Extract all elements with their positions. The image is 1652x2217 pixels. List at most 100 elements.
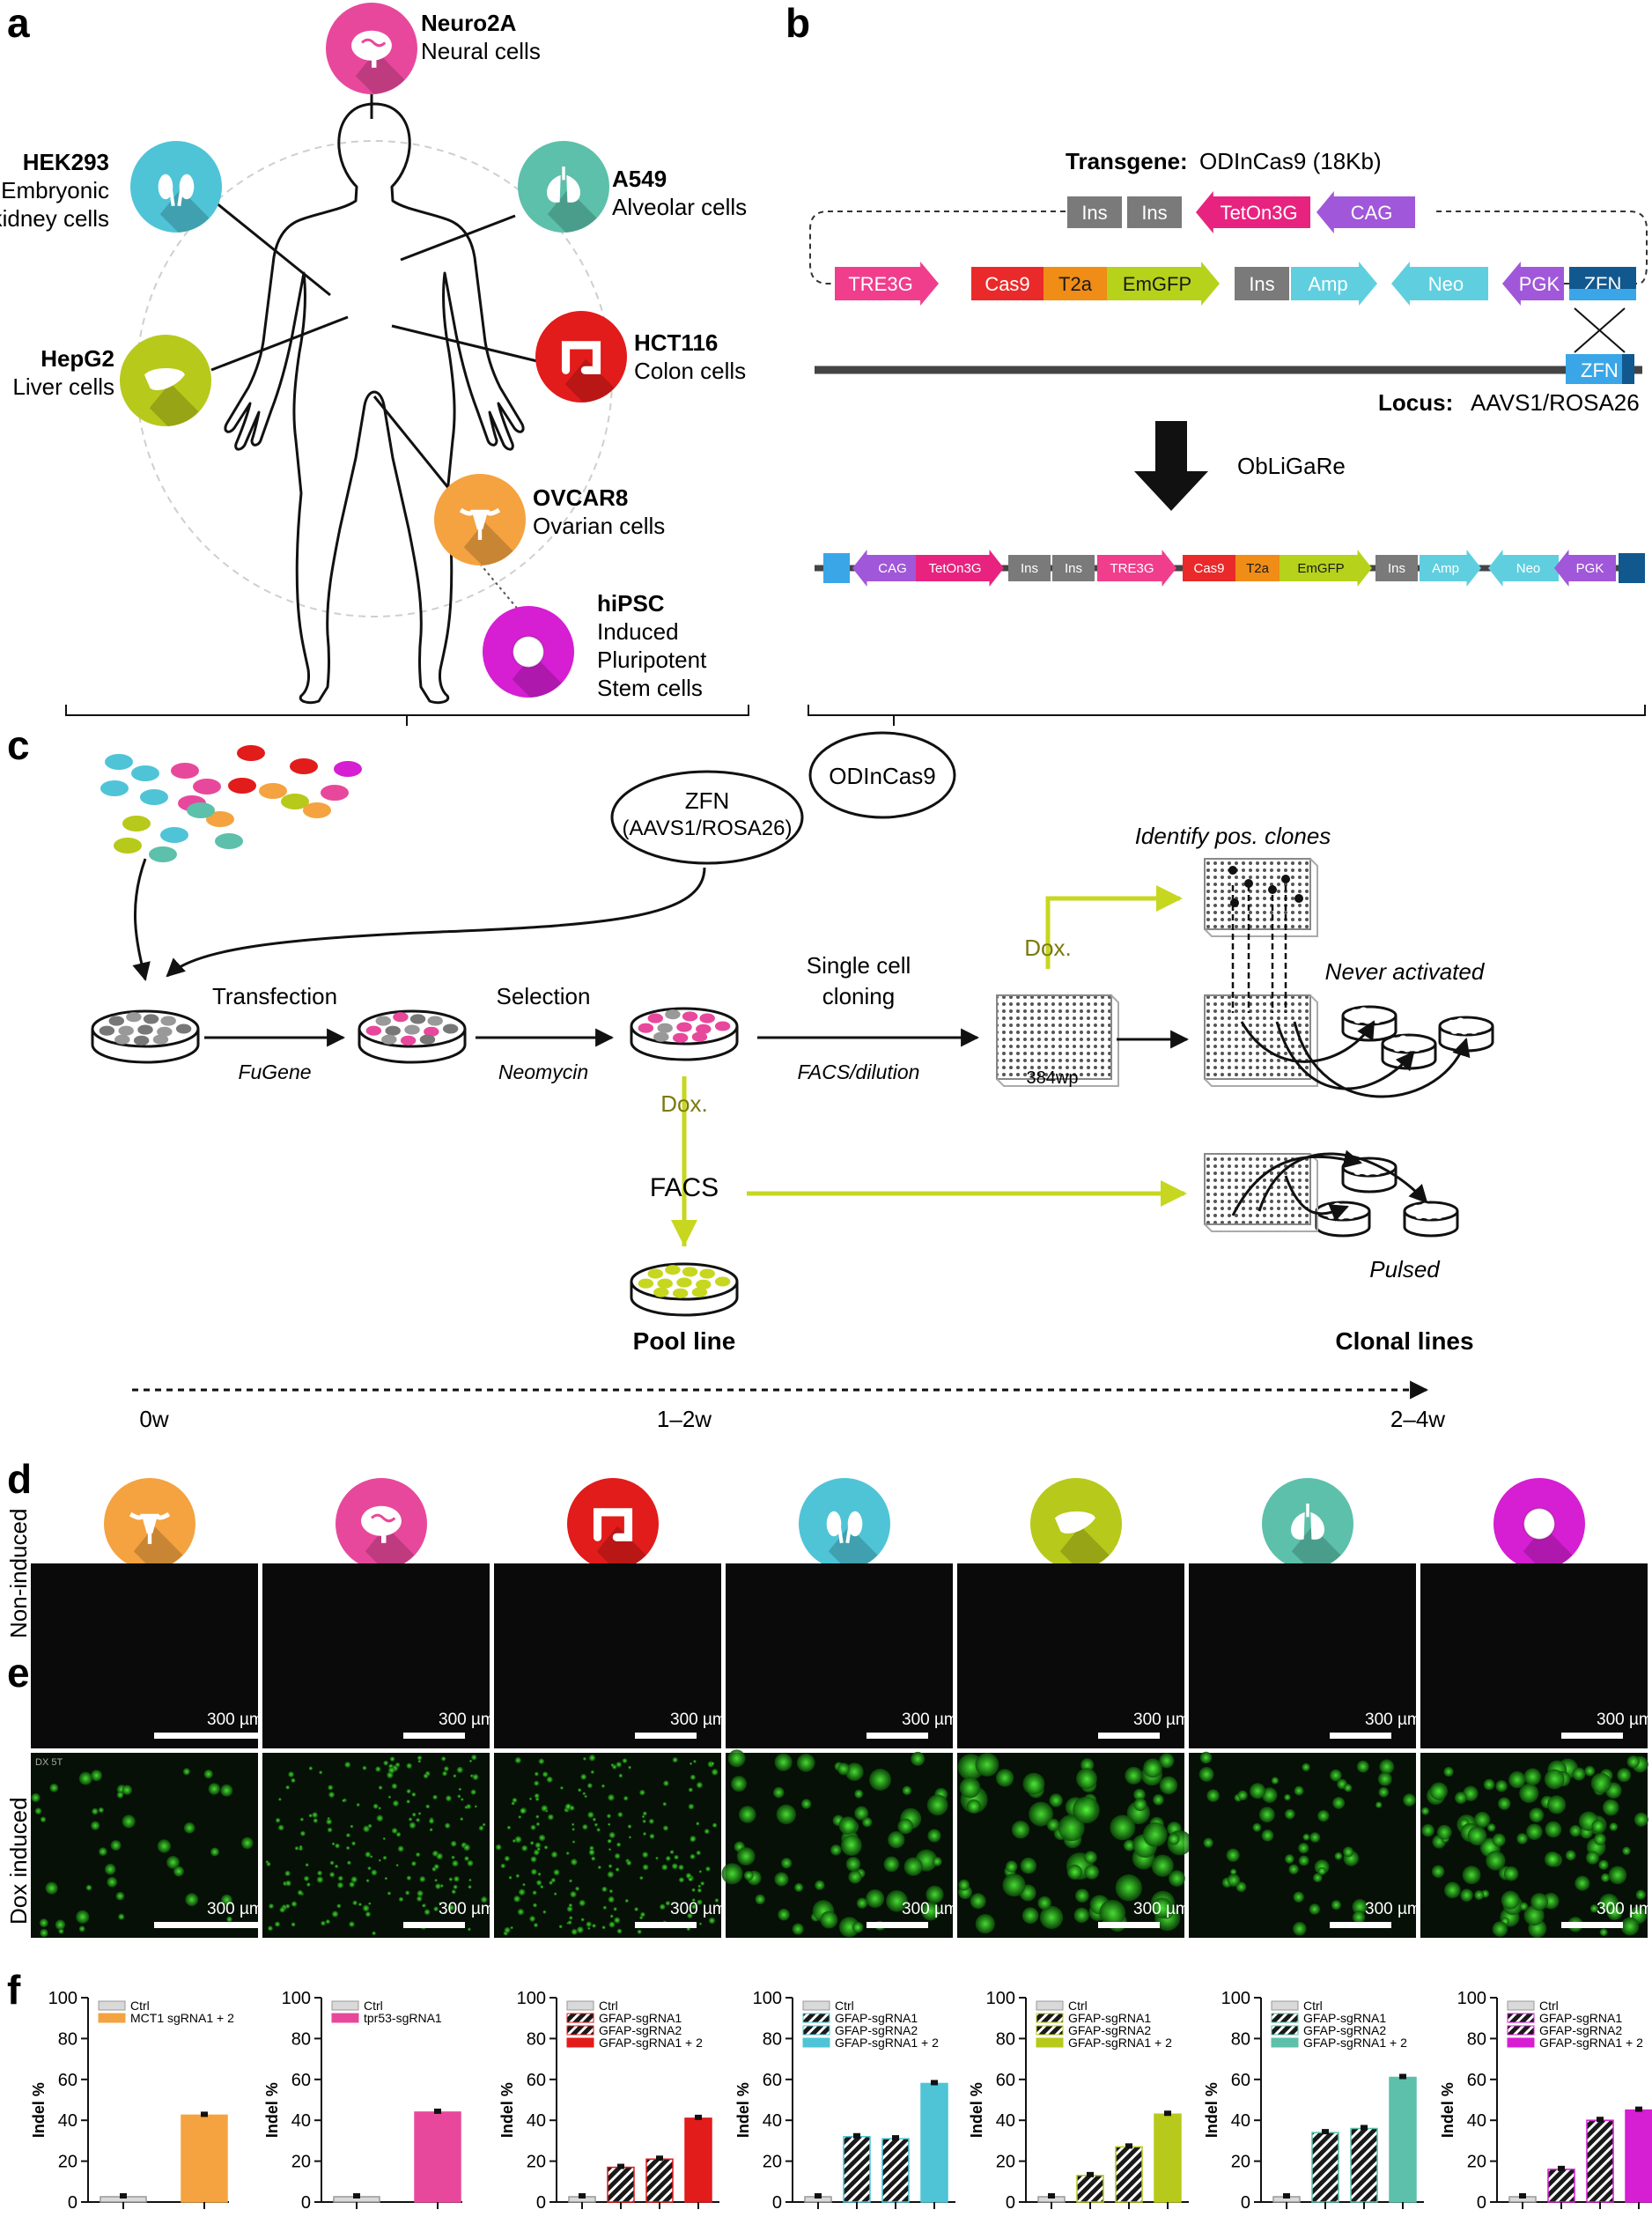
gfp-cell	[226, 1916, 232, 1923]
gfp-cell	[688, 1877, 693, 1882]
gfp-cell	[662, 1825, 668, 1831]
gfp-cell	[49, 1783, 59, 1792]
gfp-cell	[368, 1902, 372, 1905]
dish-cell	[1360, 1007, 1368, 1013]
gfp-cell	[538, 1758, 545, 1764]
legend-label: Ctrl	[364, 1999, 383, 2013]
gfp-cell	[642, 1819, 646, 1823]
dish-cell	[1368, 1008, 1376, 1014]
gfp-cell	[319, 1770, 323, 1775]
clonal-lines-label: Clonal lines	[1335, 1327, 1473, 1355]
gfp-cell	[329, 1860, 335, 1866]
image-bg	[494, 1753, 721, 1938]
petri-dish	[1403, 1201, 1459, 1238]
gfp-cell	[1600, 1873, 1611, 1882]
gfp-cell	[778, 1908, 790, 1921]
well-plate	[996, 994, 1119, 1087]
brain-fold	[371, 1513, 396, 1523]
gfp-cell	[571, 1928, 578, 1935]
gfp-cell	[533, 1903, 537, 1908]
positive-clone-dot	[1294, 894, 1303, 903]
gfp-cell	[530, 1868, 537, 1875]
trachea	[1306, 1504, 1309, 1518]
legend-label: GFAP-sgRNA1 + 2	[1303, 2036, 1407, 2050]
dish-cell	[1424, 1041, 1433, 1046]
dish-cell	[1417, 1209, 1426, 1215]
dish-cell	[1438, 1204, 1447, 1210]
gfp-cell	[504, 1855, 510, 1862]
gfp-cell	[688, 1803, 695, 1810]
gfp-cell	[1284, 1793, 1291, 1801]
icon-disc	[567, 1478, 659, 1570]
gfp-cell	[387, 1891, 391, 1896]
fugene-label: FuGene	[238, 1060, 311, 1083]
gfp-cell	[690, 1853, 696, 1859]
gfp-cell	[362, 1904, 370, 1912]
gfp-cell	[1483, 1778, 1495, 1791]
gfp-cell	[327, 1827, 333, 1833]
scale-label: 300 µm	[1365, 1900, 1421, 1918]
gfp-cell	[474, 1805, 477, 1808]
cell-line-desc: Neural cells	[421, 38, 541, 64]
scale-label: 300 µm	[207, 1900, 263, 1918]
gfp-cell	[755, 1894, 765, 1905]
dish-cell	[1353, 1018, 1362, 1024]
gfp-cell	[553, 1892, 557, 1896]
gfp-cell	[1169, 1870, 1185, 1887]
dish-cell	[1481, 1024, 1490, 1029]
lungs-icon	[518, 141, 609, 233]
gfp-cell	[607, 1838, 612, 1844]
gfp-cell	[220, 1784, 233, 1797]
gfp-cell	[534, 1780, 540, 1786]
microscopy-image-dox-induced: 300 µm	[494, 1753, 726, 1938]
colon-shape	[561, 341, 601, 374]
lung-right	[1310, 1511, 1324, 1540]
gfp-cell	[1599, 1928, 1608, 1937]
dish-cell	[137, 1024, 153, 1035]
gfp-cell	[578, 1788, 582, 1792]
gfp-cell	[852, 1921, 864, 1933]
legend-label: GFAP-sgRNA1	[1303, 2011, 1386, 2025]
cell-line-name: HepG2	[41, 345, 114, 372]
gfp-cell	[1298, 1843, 1309, 1854]
gfp-cell	[1486, 1823, 1496, 1832]
gfp-cell	[279, 1906, 285, 1913]
gfp-cell	[610, 1763, 615, 1767]
plasmid-outline	[809, 211, 1648, 285]
legend-label: tpr53-sgRNA1	[364, 2011, 442, 2025]
data-point	[579, 2193, 586, 2199]
gene-shape	[1502, 262, 1564, 306]
gfp-cell	[1343, 1846, 1353, 1858]
lungs-icon	[1262, 1478, 1353, 1570]
microscopy-image-dox-induced: 300 µm	[262, 1753, 495, 1938]
gfp-cell	[586, 1783, 593, 1789]
cell-blob	[303, 802, 331, 818]
petri-dish	[91, 1009, 200, 1064]
gfp-cell	[571, 1859, 578, 1866]
y-tick-label: 60	[291, 2071, 311, 2090]
uterus-icon	[434, 474, 526, 565]
gfp-cell	[698, 1922, 703, 1925]
gfp-cell	[608, 1896, 615, 1903]
cell-blob	[187, 802, 215, 818]
panel-c: c ZFN (AAVS1/ROSA26) ODInCas9 Transfecti…	[7, 722, 1494, 1432]
gfp-cell	[306, 1882, 311, 1887]
dish-cell	[682, 1011, 698, 1022]
icon-disc	[1262, 1478, 1353, 1570]
legend-swatch	[802, 2000, 830, 2011]
dish-cell	[1346, 1014, 1354, 1019]
gfp-cell	[1598, 1859, 1609, 1870]
row-label-dox-induced: Dox induced	[5, 1797, 32, 1925]
legend-swatch	[98, 2013, 126, 2023]
gene-block: Cas9	[971, 267, 1044, 300]
gene-shape	[1052, 555, 1095, 581]
bar	[1154, 2113, 1182, 2203]
y-tick-label: 100	[1457, 1989, 1486, 2008]
cell-blob	[206, 811, 234, 827]
gene-label: PGK	[1519, 273, 1560, 295]
dish-cell	[143, 1014, 159, 1024]
gfp-cell	[448, 1877, 454, 1881]
gfp-cell	[1352, 1899, 1368, 1915]
gene-block: T2a	[1044, 267, 1107, 300]
gfp-cell	[275, 1817, 281, 1823]
